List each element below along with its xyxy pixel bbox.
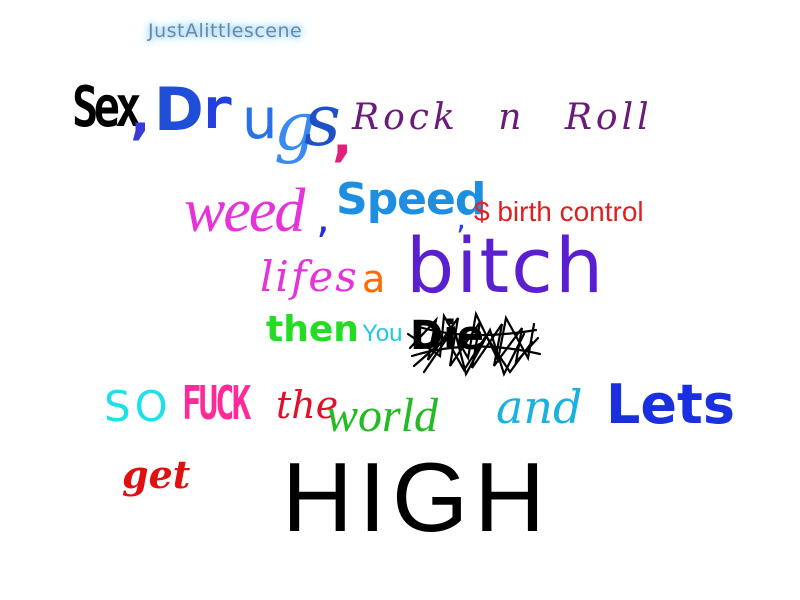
word-a: a xyxy=(362,257,386,301)
word-lifes: lifes xyxy=(260,252,359,301)
word-high: HIGH xyxy=(282,442,551,552)
drugs-letter-u: u xyxy=(242,87,278,152)
drugs-letter-s: s xyxy=(304,78,341,162)
phrase-rock-n-roll: Rock n Roll xyxy=(352,97,653,138)
word-and: and xyxy=(496,380,583,434)
word-the: the xyxy=(276,383,339,427)
word-speed: Speed xyxy=(336,174,486,225)
word-sex: Sex xyxy=(72,75,142,140)
drugs-letter-r: r xyxy=(200,77,234,142)
watermark-text: JustAlittlescene xyxy=(148,20,303,42)
word-then: then xyxy=(266,309,359,350)
comma-1: , xyxy=(130,83,151,146)
word-fuck: FUCK xyxy=(182,376,251,430)
word-so: SO xyxy=(104,382,172,431)
drugs-letter-g: g xyxy=(274,88,317,165)
comma-4: , xyxy=(456,199,467,237)
word-bitch: bitch xyxy=(406,221,606,310)
word-weed: weed xyxy=(184,177,305,245)
word-get: get xyxy=(122,452,191,497)
word-lets: Lets xyxy=(606,373,735,436)
drugs-letter-d: D xyxy=(154,75,204,145)
word-world: world xyxy=(326,389,439,442)
word-you: You xyxy=(362,320,403,347)
comma-3: , xyxy=(316,192,330,243)
scribble-strikeout xyxy=(406,310,542,377)
phrase-birth-control: $ birth control xyxy=(474,196,644,227)
comma-2: , xyxy=(332,105,353,168)
